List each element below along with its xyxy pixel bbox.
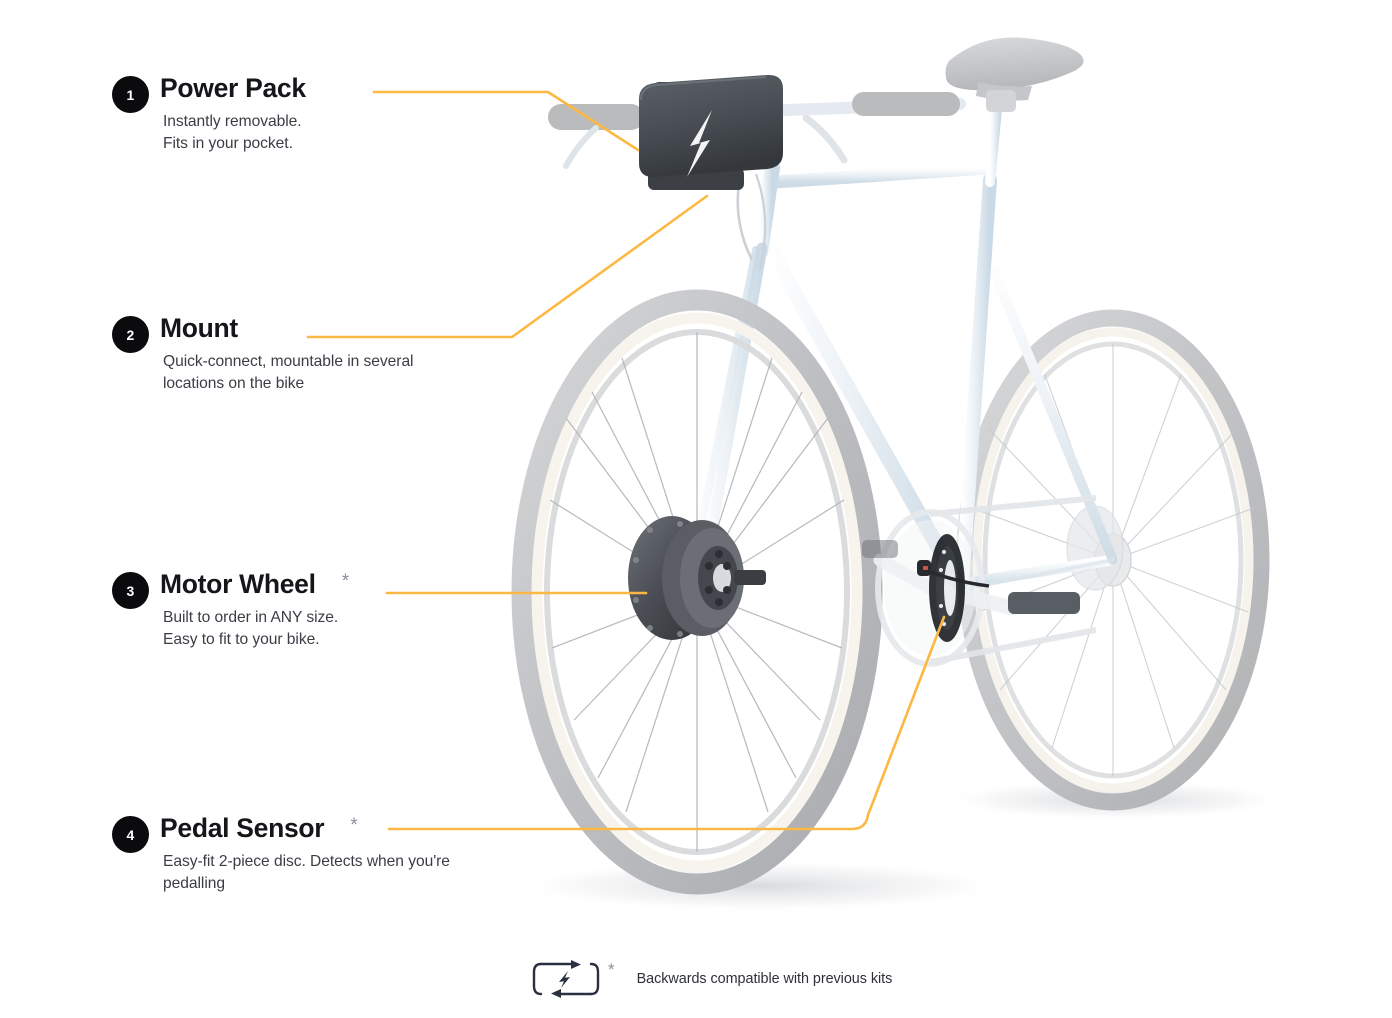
callout-power-pack[interactable]: 1 Power Pack Instantly removable. Fits i… bbox=[112, 73, 332, 155]
callout-badge-2: 2 bbox=[112, 316, 149, 353]
callout-asterisk-4: * bbox=[350, 815, 358, 836]
leader-line-pedal-sensor bbox=[387, 615, 946, 831]
footnote-asterisk: * bbox=[608, 959, 615, 979]
callout-pedal-sensor[interactable]: 4 Pedal Sensor * Easy-fit 2-piece disc. … bbox=[112, 813, 450, 895]
callout-title-mount: Mount bbox=[160, 313, 238, 343]
callout-description-pedal-sensor: Easy-fit 2-piece disc. Detects when you'… bbox=[163, 852, 450, 892]
footnote: * Backwards compatible with previous kit… bbox=[530, 955, 892, 1003]
leader-line-mount bbox=[306, 194, 709, 339]
lightning-bolt-small-icon bbox=[559, 971, 570, 988]
callout-description-motor-wheel: Built to order in ANY size. Easy to fit … bbox=[163, 608, 339, 648]
callout-description-power-pack: Instantly removable. Fits in your pocket… bbox=[163, 112, 302, 152]
callout-badge-1: 1 bbox=[112, 76, 149, 113]
callout-description-mount: Quick-connect, mountable in several loca… bbox=[163, 352, 414, 392]
callout-mount[interactable]: 2 Mount Quick-connect, mountable in seve… bbox=[112, 313, 414, 395]
leader-line-power-pack bbox=[372, 90, 640, 152]
callout-badge-4: 4 bbox=[112, 816, 149, 853]
callout-title-power-pack: Power Pack bbox=[160, 73, 306, 103]
callout-motor-wheel[interactable]: 3 Motor Wheel * Built to order in ANY si… bbox=[112, 569, 350, 651]
callout-asterisk-3: * bbox=[341, 571, 350, 592]
callout-title-motor-wheel: Motor Wheel bbox=[160, 569, 316, 599]
callout-badge-3: 3 bbox=[112, 572, 149, 609]
callout-title-pedal-sensor: Pedal Sensor bbox=[160, 813, 325, 843]
footnote-text: Backwards compatible with previous kits bbox=[636, 971, 893, 987]
backwards-compatible-icon bbox=[532, 960, 600, 998]
